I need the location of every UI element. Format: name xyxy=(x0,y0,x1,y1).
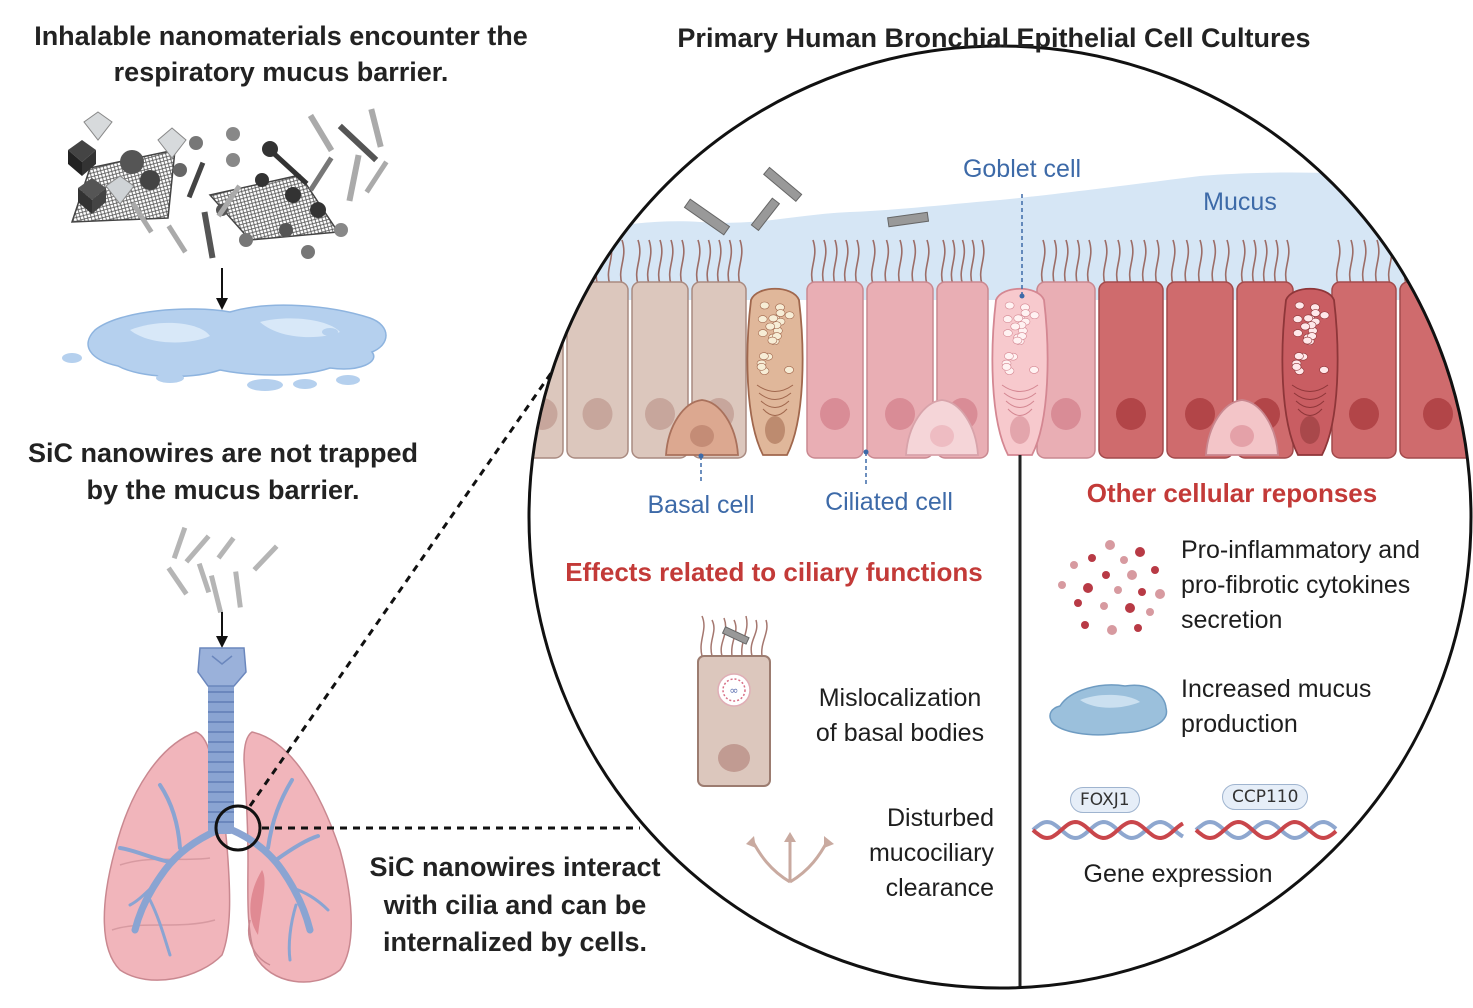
cytokine-dot xyxy=(1155,589,1165,599)
caption-bottom-line3: internalized by cells. xyxy=(382,927,648,957)
zoom-line-upper xyxy=(248,365,558,807)
effect-clearance-line3: clearance xyxy=(885,874,994,902)
effect-clearance-line1: Disturbed xyxy=(887,804,994,832)
panel-circle-border xyxy=(527,44,1473,990)
effect-clearance-line2: mucociliary xyxy=(868,839,994,867)
cytokine-dot xyxy=(1127,570,1137,580)
label-goblet-cell: Goblet cell xyxy=(962,155,1082,183)
caption-top-line1: Inhalable nanomaterials encounter the xyxy=(34,21,528,51)
dna-helix-icons xyxy=(1031,819,1338,841)
svg-text:∞: ∞ xyxy=(729,684,738,697)
cell-nucleus xyxy=(645,398,675,430)
columnar-cell xyxy=(1331,281,1397,459)
caption-bottom-line2: with cilia and can be xyxy=(383,890,647,920)
columnar-cell xyxy=(1166,281,1234,459)
cytokine-dot xyxy=(1070,561,1078,569)
heading-ciliary-functions: Effects related to ciliary functions xyxy=(565,557,983,587)
zoom-circle xyxy=(214,804,262,852)
sic-nanowires xyxy=(166,526,279,614)
columnar-cell xyxy=(529,281,564,459)
label-basal-cell: Basal cell xyxy=(647,491,755,519)
caption-middle-line2: by the mucus barrier. xyxy=(86,475,360,505)
arrow-down-icon xyxy=(216,636,228,648)
cytokine-dot xyxy=(1146,608,1154,616)
cell-nucleus xyxy=(820,398,850,430)
cell-nucleus xyxy=(1423,398,1453,430)
gene-label-foxj1: FOXJ1 xyxy=(1070,787,1140,814)
response-mucus-line2: production xyxy=(1181,710,1298,738)
cytokine-dot xyxy=(1102,571,1110,579)
arrow-down-icon xyxy=(216,298,228,310)
response-mucus-line1: Increased mucus xyxy=(1181,675,1372,703)
cytokine-dot xyxy=(1120,556,1128,564)
lungs-illustration xyxy=(103,647,352,983)
nanomaterials-illustration xyxy=(68,108,389,259)
caption-top-line2: respiratory mucus barrier. xyxy=(113,57,449,87)
label-ciliated-cell: Ciliated cell xyxy=(825,488,953,516)
ciliated-cell-icon: ∞ xyxy=(697,615,771,787)
cytokine-dot xyxy=(1058,581,1066,589)
cell-nucleus xyxy=(1116,398,1146,430)
gene-label-ccp110: CCP110 xyxy=(1222,784,1309,811)
mucus-puddle xyxy=(62,304,387,391)
mucus-blob-icon xyxy=(1049,684,1168,736)
caption-bottom-line1: SiC nanowires interact xyxy=(369,852,661,882)
columnar-cell xyxy=(566,281,629,459)
label-mucus: Mucus xyxy=(1203,188,1277,216)
cell-nucleus xyxy=(885,398,915,430)
epithelium-panel xyxy=(529,172,1471,988)
cytokine-dots-icon xyxy=(1058,540,1165,635)
panel-title: Primary Human Bronchial Epithelial Cell … xyxy=(677,23,1311,53)
cell-nucleus xyxy=(1349,398,1379,430)
cytokine-dot xyxy=(1074,599,1082,607)
cytokine-dot xyxy=(1083,583,1093,593)
clearance-arrows-icon xyxy=(750,839,830,884)
heading-other-responses: Other cellular reponses xyxy=(1086,478,1378,508)
cytokine-dot xyxy=(1138,588,1146,596)
effect-basal-bodies-line2: of basal bodies xyxy=(815,719,985,747)
gene-expression-caption: Gene expression xyxy=(1083,860,1273,888)
response-cytokines-line3: secretion xyxy=(1181,606,1283,634)
cell-nucleus xyxy=(582,398,613,430)
cytokine-dot xyxy=(1134,624,1142,632)
cytokine-dot xyxy=(1105,540,1115,550)
response-cytokines-line1: Pro-inflammatory and xyxy=(1181,536,1420,564)
cytokine-dot xyxy=(1088,554,1096,562)
effect-basal-bodies-line1: Mislocalization xyxy=(818,684,982,712)
columnar-cell xyxy=(806,281,864,459)
cytokine-dot xyxy=(1135,547,1145,557)
columnar-cell xyxy=(1098,281,1164,459)
nanowires-on-cilia xyxy=(683,166,930,236)
columnar-cell xyxy=(866,281,934,459)
response-cytokines-line2: pro-fibrotic cytokines xyxy=(1181,571,1411,599)
cytokine-dot xyxy=(1081,621,1089,629)
cytokine-dot xyxy=(1107,625,1117,635)
cytokine-dot xyxy=(1114,586,1122,594)
cytokine-dot xyxy=(1151,566,1159,574)
cell-nucleus xyxy=(1051,398,1081,430)
caption-middle-line1: SiC nanowires are not trapped xyxy=(27,438,419,468)
cell-nucleus xyxy=(1185,398,1215,430)
cytokine-dot xyxy=(1125,603,1135,613)
cytokine-dot xyxy=(1100,602,1108,610)
